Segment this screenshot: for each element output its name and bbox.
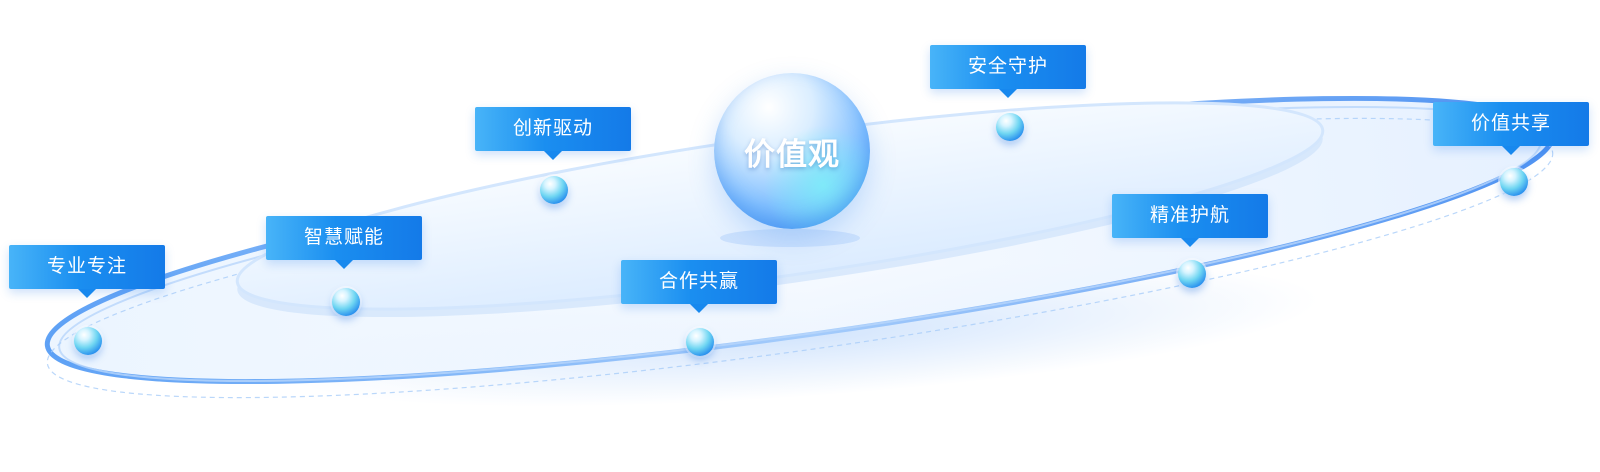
- value-label-4: 合作共赢: [621, 260, 777, 313]
- sphere-dot-icon: [1178, 260, 1206, 288]
- sphere-dot-icon: [540, 176, 568, 204]
- center-title: 价值观: [744, 136, 840, 172]
- value-label-3: 创新驱动: [475, 107, 631, 160]
- value-label-2: 智慧赋能: [266, 216, 422, 269]
- center-sphere: 价值观: [714, 73, 870, 229]
- sphere-dot-icon: [332, 288, 360, 316]
- sphere-dot-icon: [1500, 168, 1528, 196]
- value-label-6: 精准护航: [1112, 194, 1268, 247]
- sphere-dot-icon: [686, 328, 714, 356]
- value-label-1: 专业专注: [9, 245, 165, 298]
- value-label-7: 价值共享: [1433, 102, 1589, 155]
- center-reflection: [720, 229, 860, 247]
- value-label-5: 安全守护: [930, 45, 1086, 98]
- sphere-dot-icon: [996, 113, 1024, 141]
- sphere-dot-icon: [74, 327, 102, 355]
